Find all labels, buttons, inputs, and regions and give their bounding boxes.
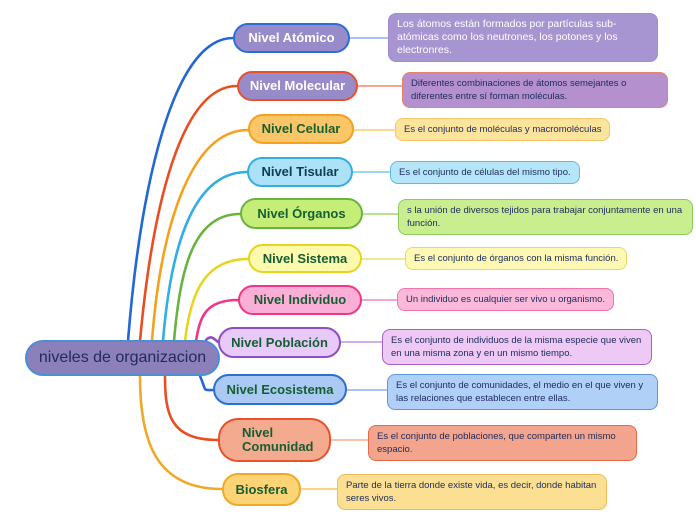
branch-line-nivel-tisular	[161, 170, 249, 343]
description-text: Es el conjunto de individuos de la misma…	[391, 335, 642, 359]
description-nivel-tisular[interactable]: Es el conjunto de células del mismo tipo…	[390, 161, 580, 184]
branch-line-nivel-comunidad	[163, 374, 220, 442]
topic-node-nivel-celular[interactable]: Nivel Celular	[248, 114, 354, 144]
root-node-label: niveles de organizacion	[38, 349, 207, 366]
description-text: Es el conjunto de moléculas y macromoléc…	[404, 124, 602, 135]
description-nivel-molecular[interactable]: Diferentes combinaciones de átomos semej…	[402, 72, 668, 108]
description-text: Es el conjunto de órganos con la misma f…	[414, 253, 619, 264]
branch-line-nivel-organos	[172, 212, 242, 343]
description-nivel-poblacion[interactable]: Es el conjunto de individuos de la misma…	[382, 329, 652, 365]
description-nivel-organos[interactable]: s la unión de diversos tejidos para trab…	[398, 199, 693, 235]
topic-node-nivel-sistema[interactable]: Nivel Sistema	[248, 244, 362, 273]
description-biosfera[interactable]: Parte de la tierra donde existe vida, es…	[337, 474, 607, 510]
topic-node-nivel-poblacion[interactable]: Nivel Población	[218, 327, 341, 358]
topic-label: Nivel Individuo	[253, 292, 347, 307]
description-nivel-individuo[interactable]: Un individuo es cualquier ser vivo u org…	[397, 288, 615, 311]
branch-line-nivel-celular	[150, 128, 250, 343]
description-text: Parte de la tierra donde existe vida, es…	[346, 480, 597, 504]
description-nivel-celular[interactable]: Es el conjunto de moléculas y macromoléc…	[395, 118, 611, 141]
description-nivel-comunidad[interactable]: Es el conjunto de poblaciones, que compa…	[368, 425, 637, 461]
topic-node-nivel-tisular[interactable]: Nivel Tisular	[247, 157, 353, 187]
description-nivel-ecosistema[interactable]: Es el conjunto de comunidades, el medio …	[387, 374, 658, 410]
description-nivel-atomico[interactable]: Los átomos están formados por partículas…	[388, 13, 658, 62]
topic-node-nivel-atomico[interactable]: Nivel Atómico	[233, 23, 350, 53]
description-text: Un individuo es cualquier ser vivo u org…	[406, 294, 606, 305]
topic-label: Nivel Atómico	[248, 30, 335, 45]
branch-line-nivel-poblacion	[204, 336, 220, 344]
topic-label: Nivel Población	[231, 334, 328, 350]
topic-label: Nivel Órganos	[257, 205, 346, 221]
topic-label: Nivel Sistema	[262, 250, 348, 266]
topic-label: Nivel Tisular	[261, 164, 339, 179]
branch-line-nivel-atomico	[126, 36, 235, 343]
branch-line-nivel-individuo	[194, 298, 240, 343]
topic-node-biosfera[interactable]: Biosfera	[222, 473, 301, 506]
topic-node-nivel-molecular[interactable]: Nivel Molecular	[237, 71, 358, 101]
description-text: Diferentes combinaciones de átomos semej…	[411, 78, 627, 102]
root-node[interactable]: niveles de organizacion	[25, 340, 220, 376]
topic-node-nivel-ecosistema[interactable]: Nivel Ecosistema	[213, 374, 347, 405]
description-text: Es el conjunto de células del mismo tipo…	[399, 167, 571, 178]
description-text: Los átomos están formados por partículas…	[397, 18, 618, 56]
topic-node-nivel-individuo[interactable]: Nivel Individuo	[238, 285, 362, 315]
topic-label: Nivel Ecosistema	[226, 381, 334, 397]
topic-label: Biosfera	[235, 481, 288, 497]
description-text: s la unión de diversos tejidos para trab…	[407, 205, 683, 229]
topic-node-nivel-comunidad[interactable]: Nivel Comunidad	[218, 418, 331, 462]
topic-label: Nivel Celular	[261, 121, 341, 136]
branch-line-biosfera	[138, 374, 224, 491]
branch-line-nivel-ecosistema	[198, 374, 215, 392]
description-text: Es el conjunto de comunidades, el medio …	[396, 380, 644, 404]
topic-label: Nivel Comunidad	[242, 425, 314, 454]
branch-line-nivel-sistema	[183, 257, 250, 343]
topic-node-nivel-organos[interactable]: Nivel Órganos	[240, 198, 363, 229]
branch-line-nivel-molecular	[138, 84, 239, 343]
description-nivel-sistema[interactable]: Es el conjunto de órganos con la misma f…	[405, 247, 628, 270]
topic-label: Nivel Molecular	[249, 78, 346, 93]
description-text: Es el conjunto de poblaciones, que compa…	[377, 431, 616, 455]
